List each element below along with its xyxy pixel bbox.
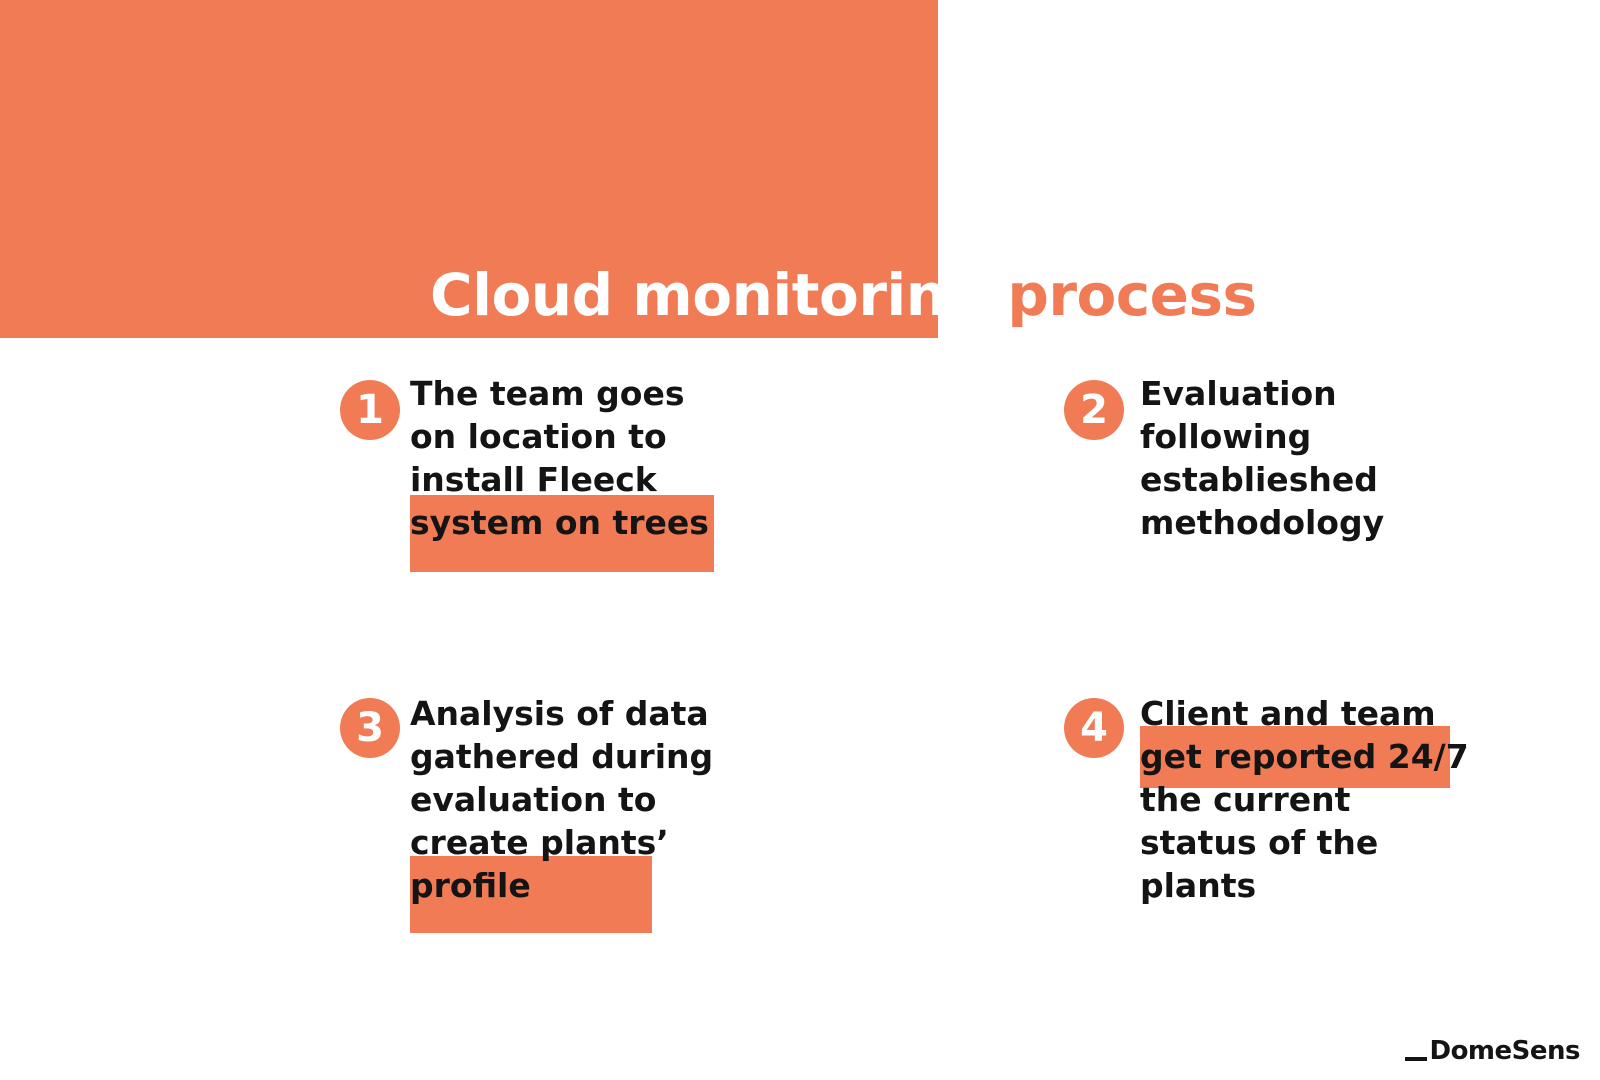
title-orange-part: process: [1007, 261, 1257, 329]
logo-bar-icon: [1405, 1057, 1428, 1061]
step-3-text: Analysis of data gathered during evaluat…: [410, 694, 714, 905]
hero-color-block: [0, 0, 938, 338]
step-1-highlight: [410, 495, 714, 572]
step-2-number: 2: [1064, 380, 1124, 440]
step-2-text: Evaluation following establieshed method…: [1140, 374, 1385, 542]
step-4-text: Client and team get reported 24/7 the cu…: [1140, 694, 1469, 905]
step-3: 3 Analysis of data gathered during evalu…: [340, 694, 740, 938]
page-title: Cloud monitoring process: [430, 258, 1257, 332]
step-1-number: 1: [340, 380, 400, 440]
step-2: 2 Evaluation following establieshed meth…: [1064, 374, 1464, 580]
logo-text: DomeSens: [1429, 1036, 1580, 1066]
step-4-highlight: [1140, 726, 1450, 788]
title-white-part: Cloud monitoring: [430, 261, 988, 329]
step-1-text: The team goes on location to install Fle…: [410, 374, 709, 542]
step-4-number: 4: [1064, 698, 1124, 758]
brand-logo: DomeSens: [1405, 1036, 1580, 1066]
step-4: 4 Client and team get reported 24/7 the …: [1064, 694, 1484, 905]
step-3-highlight: [410, 856, 652, 933]
step-1: 1 The team goes on location to install F…: [340, 374, 740, 580]
step-3-number: 3: [340, 698, 400, 758]
